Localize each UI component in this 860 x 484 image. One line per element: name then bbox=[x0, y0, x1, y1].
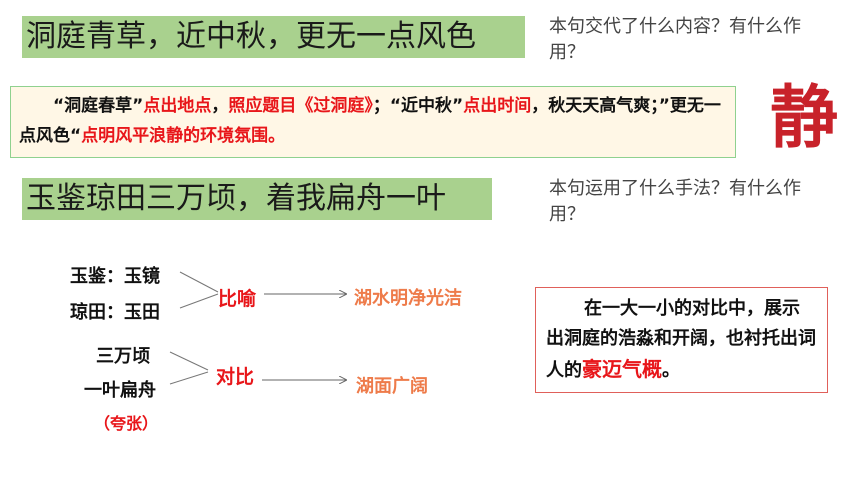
technique-contrast: 对比 bbox=[216, 366, 255, 388]
analysis-item-3: 三万顷 bbox=[96, 346, 150, 367]
line-item2 bbox=[179, 293, 219, 309]
line-item1 bbox=[179, 271, 219, 293]
result-2: 湖面广阔 bbox=[356, 376, 428, 397]
expl-p4: 照应题目《过洞庭》 bbox=[228, 96, 373, 116]
technique-metaphor: 比喻 bbox=[218, 288, 257, 310]
expl-p1: “洞庭春草” bbox=[53, 96, 144, 116]
expl-p5: ；“近中秋” bbox=[372, 96, 464, 116]
analysis-item-1: 玉鉴：玉镜 bbox=[70, 266, 160, 287]
summary-s2: 豪迈气概 bbox=[582, 357, 662, 381]
question-2: 本句运用了什么手法？有什么作用？ bbox=[549, 178, 801, 225]
heading-line-2: 玉鉴琼田三万顷，着我扁舟一叶 bbox=[22, 178, 492, 220]
explanation-box: “洞庭春草”点出地点，照应题目《过洞庭》；“近中秋”点出时间，秋天天高气爽；”更… bbox=[10, 86, 736, 158]
expl-p2: 点出地点 bbox=[143, 96, 212, 116]
summary-s3: 。 bbox=[662, 360, 680, 381]
expl-p7: ，秋天天高气爽；”更无一点风色“ bbox=[19, 96, 721, 146]
analysis-item-4: 一叶扁舟 bbox=[84, 380, 156, 401]
question-1: 本句交代了什么内容？有什么作用？ bbox=[549, 16, 801, 63]
summary-box: 在一大一小的对比中，展示出洞庭的浩淼和开阔，也衬托出词人的豪迈气概。 bbox=[535, 287, 828, 393]
line-item4 bbox=[169, 371, 209, 385]
result-1: 湖水明净光洁 bbox=[354, 288, 462, 309]
expl-p8: 点明风平浪静的环境氛围。 bbox=[81, 126, 286, 146]
note-exaggeration: （夸张） bbox=[94, 414, 159, 433]
line-item3 bbox=[169, 351, 209, 371]
analysis-item-2: 琼田：玉田 bbox=[70, 302, 160, 323]
expl-p6: 点出时间 bbox=[463, 96, 532, 116]
big-character: 静 bbox=[770, 79, 839, 158]
heading-line-1: 洞庭青草，近中秋，更无一点风色 bbox=[22, 16, 525, 58]
expl-p3: ， bbox=[211, 96, 229, 116]
summary-s1: 在一大一小的对比中，展示出洞庭的浩淼和开阔，也衬托出词人的 bbox=[546, 298, 816, 381]
